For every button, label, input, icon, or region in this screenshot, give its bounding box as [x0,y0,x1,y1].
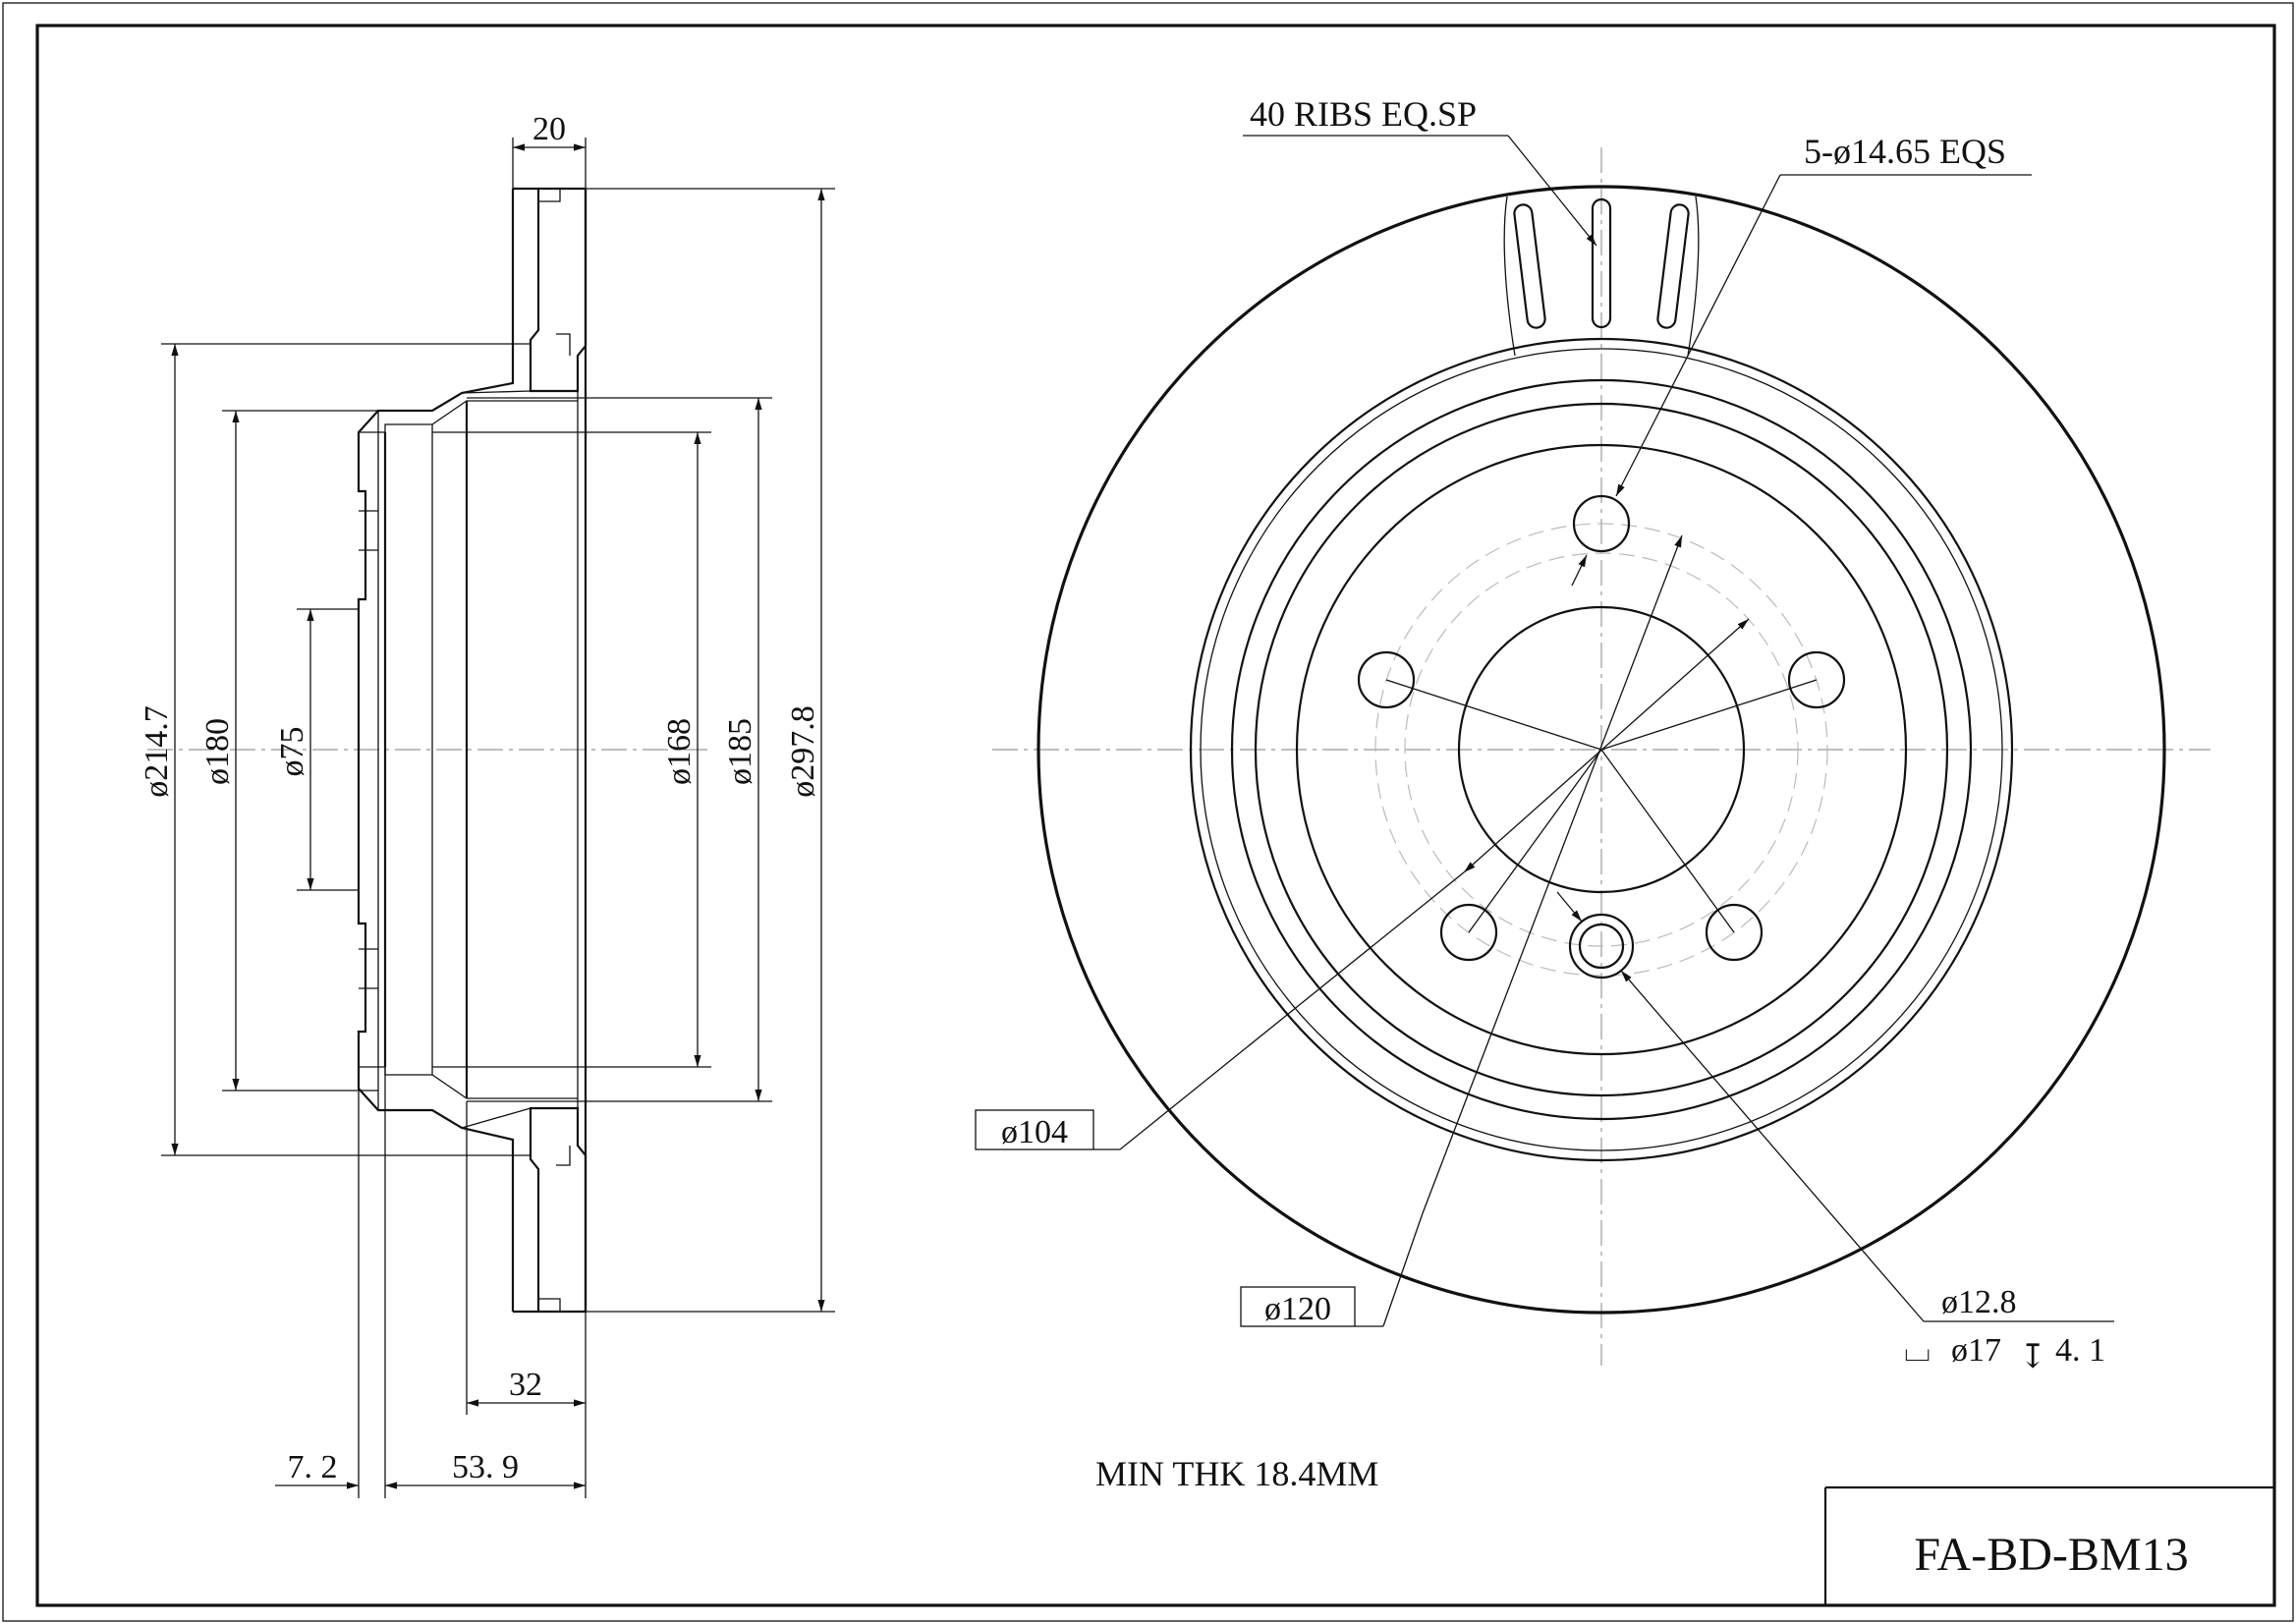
dim-outer-diameter: ø297.8 [785,705,821,798]
min-thickness-note: MIN THK 18.4MM [1095,1454,1378,1493]
dim-hat-depth-32: 32 [509,1367,542,1403]
depth-symbol: ↧ [2019,1339,2047,1375]
bolt-holes-note: 5-ø14.65 EQS [1804,132,2006,171]
rotor-outer-edge [1036,185,2166,1315]
inner-border [35,24,2276,1607]
dim-diameter-180: ø180 [199,718,236,785]
hat-face [358,431,379,1068]
dim-center-bore-75: ø75 [274,727,310,777]
face-view: 40 RIBS EQ.SP 5-ø14.65 EQS ø104 ø120 ø12… [975,94,2211,1375]
ribs-note: 40 RIBS EQ.SP [1250,94,1477,134]
dim-height-53-9: 53. 9 [452,1449,519,1485]
pcd-120-box [1240,1286,1356,1327]
pcd-104-box [975,1109,1094,1150]
dim-offset-7-2: 7. 2 [288,1449,338,1485]
friction-inner-edge [1189,337,2014,1162]
counterbore-diameter: ø17 [1951,1332,2001,1369]
rib-slot-center [1591,197,1612,329]
threaded-hole-outer [1568,913,1635,980]
cross-section-view: 20 ø297.8 ø185 ø168 ø214.7 ø180 ø75 [139,111,835,1498]
hat-wall-top [377,390,579,433]
counterbore-symbol: ⌴ [1904,1332,1931,1369]
rib-slot-left [1513,203,1546,329]
hat-wall-bottom [377,1066,579,1129]
pcd-120-label: ø120 [1264,1291,1331,1327]
title-block: FA-BD-BM13 [1823,1485,2274,1605]
thread-hole-label: ø12.8 [1941,1284,2017,1320]
bolt-hole-2 [1787,650,1846,709]
dim-diameter-168: ø168 [661,718,698,785]
dim-thickness-20: 20 [532,111,566,147]
pcd-104-label: ø104 [1001,1114,1068,1150]
dim-diameter-185: ø185 [722,718,758,785]
pcd-circle [1374,523,1828,977]
bolt-hole-5 [1357,650,1416,709]
friction-ring-top [513,187,588,393]
bolt-hole-3 [1705,903,1764,962]
rib-slot-right [1656,203,1690,329]
hat-outer-edge [1295,443,1908,1056]
part-number: FA-BD-BM13 [1914,1529,2188,1581]
dim-hat-diameter-214-7: ø214.7 [139,705,175,798]
threaded-hole-inner [1578,923,1625,970]
counterbore-depth: 4. 1 [2055,1332,2105,1369]
bolt-hole-1 [1572,494,1631,553]
bolt-hole-4 [1439,903,1498,962]
friction-ring-bottom [513,1106,588,1314]
